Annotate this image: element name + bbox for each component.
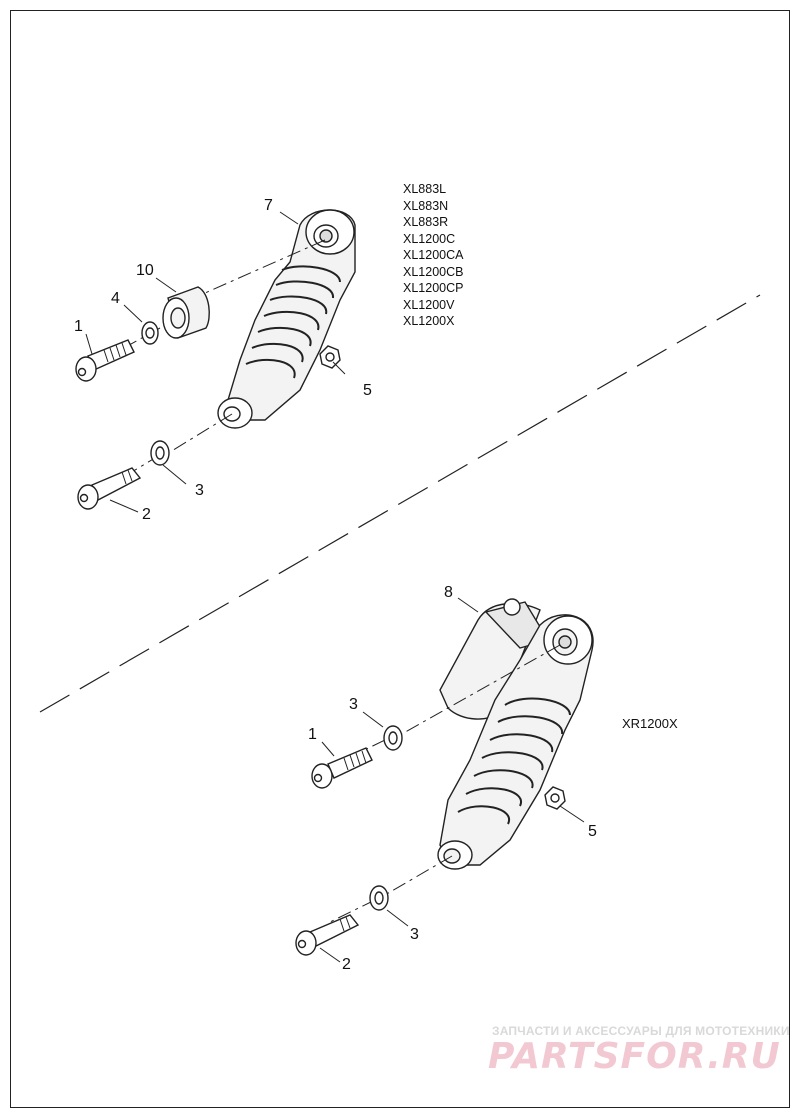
callout-10: 10 xyxy=(136,262,154,279)
model-item: XL1200CP xyxy=(403,281,464,295)
callout-3-lower-a: 3 xyxy=(349,696,358,713)
lower-shock-absorber xyxy=(437,598,594,870)
part-3-washer-lower-b xyxy=(369,885,389,911)
model-item: XL1200X xyxy=(403,314,455,328)
model-item: XL883N xyxy=(403,198,449,213)
model-item: XL1200C xyxy=(403,231,456,246)
callout-3-lower-b: 3 xyxy=(410,926,419,943)
diagram-frame xyxy=(10,10,790,1108)
model-item: XL883R xyxy=(403,215,449,229)
part-1-bolt-lower xyxy=(311,747,373,789)
part-3-washer-lower-a xyxy=(383,725,403,751)
part-4-washer xyxy=(141,321,159,345)
watermark-tagline: ЗАПЧАСТИ И АКСЕССУАРЫ ДЛЯ МОТОТЕХНИКИ xyxy=(492,1024,790,1038)
callout-1-upper: 1 xyxy=(74,318,83,335)
callout-5-lower: 5 xyxy=(588,823,597,840)
callout-1-lower: 1 xyxy=(308,726,317,743)
upper-model-list: XL883L XL883N XL883R XL1200C XL1200CA XL… xyxy=(403,181,463,330)
lower-model-label: XR1200X xyxy=(622,716,678,731)
callout-7: 7 xyxy=(264,197,273,214)
model-item: XL1200CB xyxy=(403,264,464,279)
part-3-washer-upper xyxy=(150,440,170,466)
callout-5-upper: 5 xyxy=(363,382,372,399)
part-5-nut-lower xyxy=(544,786,566,810)
part-2-bolt-lower xyxy=(295,914,360,956)
part-5-nut-upper xyxy=(319,345,341,369)
callout-4: 4 xyxy=(111,290,120,307)
part-10-bushing xyxy=(162,286,210,339)
model-item: XL1200V xyxy=(403,297,455,312)
section-divider xyxy=(39,294,761,713)
watermark-logo: PARTSFOR.RU xyxy=(488,1036,781,1077)
callout-2-upper: 2 xyxy=(142,506,151,523)
callout-3-upper: 3 xyxy=(195,482,204,499)
model-item: XL883L xyxy=(403,182,447,196)
part-2-bolt-upper xyxy=(77,467,142,510)
model-item: XL1200CA xyxy=(403,248,464,262)
callout-2-lower: 2 xyxy=(342,956,351,973)
part-1-bolt-upper xyxy=(75,339,135,382)
callout-8: 8 xyxy=(444,584,453,601)
upper-shock-absorber xyxy=(217,209,356,429)
